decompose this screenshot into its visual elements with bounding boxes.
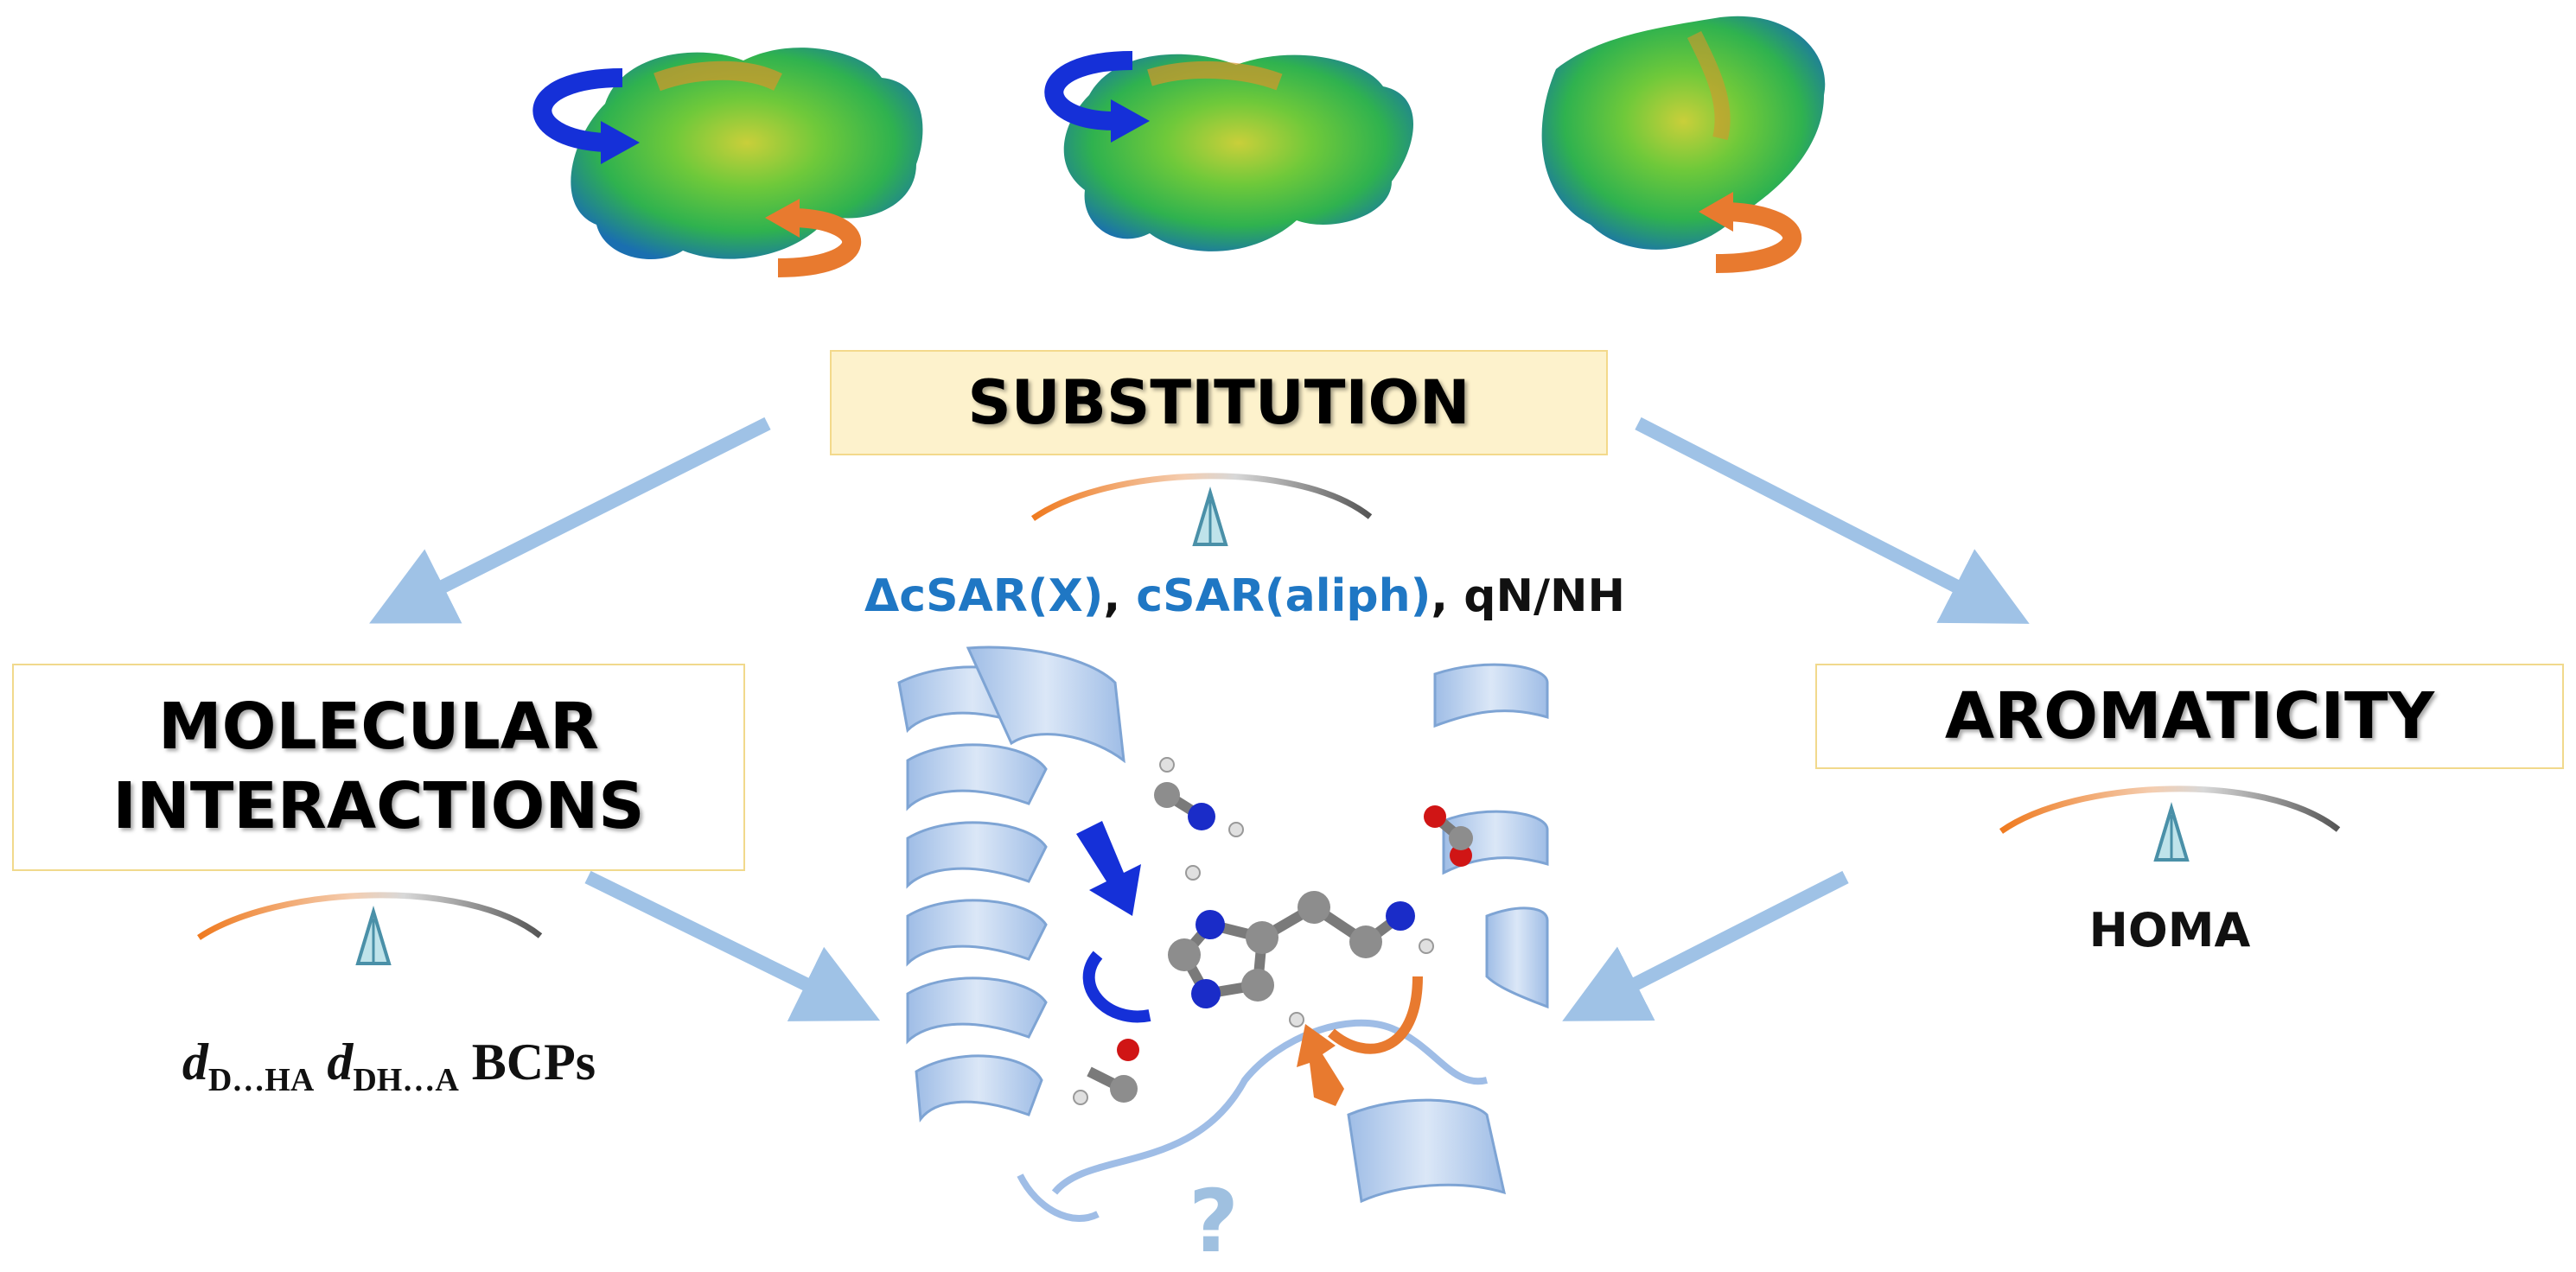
- orange-rotation-icon: [1328, 976, 1423, 1054]
- substitution-box: SUBSTITUTION: [830, 350, 1608, 455]
- distance-d2: d: [327, 1034, 354, 1091]
- distance-d2-sub: DH…A: [353, 1062, 459, 1098]
- blue-rotation-icon: [1082, 951, 1151, 1023]
- descriptor-sep-2: ,: [1431, 570, 1464, 622]
- rotation-arrow-orange-icon-3: [1715, 202, 1802, 273]
- molecule-surface-3: [1541, 16, 1826, 250]
- molecular-title-line1: MOLECULAR: [157, 690, 600, 765]
- tool-arc-aromaticity: [1999, 785, 2341, 862]
- arrow-molecular-to-center: [584, 870, 881, 1021]
- distance-d1: d: [182, 1034, 208, 1091]
- aromaticity-descriptor: HOMA: [2088, 903, 2251, 957]
- molecular-interactions-box: MOLECULAR INTERACTIONS: [12, 664, 745, 871]
- ligand-molecule: [1073, 757, 1473, 1105]
- molecule-surface-2: [1063, 54, 1413, 251]
- protein-ribbon-icon: [897, 646, 1549, 1204]
- blue-arrow-icon: [1076, 821, 1141, 916]
- rotation-arrow-blue-head-icon-2: [1111, 99, 1150, 143]
- aromaticity-box: AROMATICITY: [1815, 664, 2564, 769]
- bcps-label: BCPs: [471, 1034, 596, 1091]
- molecule-surface-1: [571, 48, 923, 259]
- question-mark: ?: [1189, 1171, 1240, 1272]
- substitution-descriptors: ΔcSAR(X), cSAR(aliph), qN/NH: [864, 570, 1625, 622]
- protein-loop: [1051, 1019, 1488, 1195]
- tool-arc-molecular: [197, 892, 543, 965]
- rotation-arrow-orange-head-icon-3: [1699, 192, 1733, 232]
- descriptor-qn: qN/NH: [1463, 570, 1626, 622]
- rotation-arrow-blue-icon-2: [1044, 51, 1133, 130]
- distance-d1-sub: D…HA: [207, 1062, 315, 1098]
- descriptor-dcsar: ΔcSAR(X): [864, 570, 1104, 622]
- orange-arrow-icon: [1297, 1024, 1344, 1106]
- arrow-substitution-to-molecular: [369, 417, 771, 624]
- arrow-aromaticity-to-center: [1562, 870, 1849, 1021]
- aromaticity-title: AROMATICITY: [1944, 679, 2435, 754]
- substitution-title: SUBSTITUTION: [967, 367, 1470, 438]
- arrow-substitution-to-aromaticity: [1635, 417, 2030, 624]
- rotation-arrow-blue-head-icon: [601, 121, 640, 164]
- molecular-title-line2: INTERACTIONS: [112, 769, 645, 843]
- tool-arc-substitution: [1030, 473, 1373, 546]
- rotation-arrow-blue-icon: [532, 68, 623, 152]
- rotation-arrow-orange-icon: [777, 208, 861, 277]
- descriptor-sep-1: ,: [1103, 570, 1137, 622]
- protein-loop-2: [1017, 1173, 1100, 1222]
- rotation-arrow-orange-head-icon: [765, 199, 800, 238]
- descriptor-csar-aliph: cSAR(aliph): [1136, 570, 1431, 622]
- molecular-descriptors: dD…HA dDH…A BCPs: [130, 1033, 648, 1099]
